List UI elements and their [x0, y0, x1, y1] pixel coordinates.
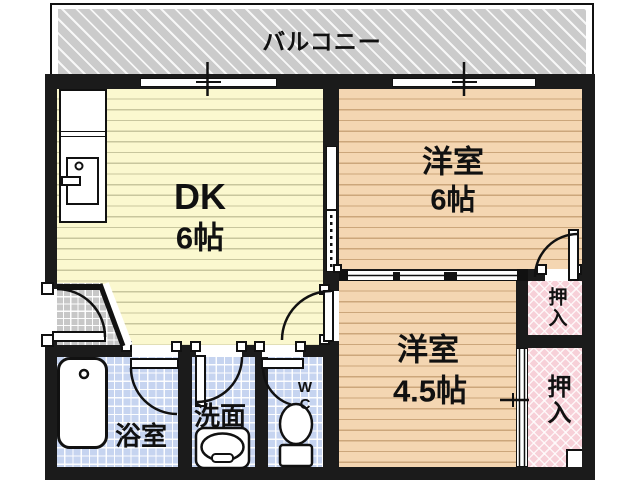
- wall-closet-left: [516, 281, 528, 348]
- dk-label: DK: [174, 176, 226, 217]
- western6-label: 洋室: [422, 144, 484, 180]
- wc-door-opening: [262, 345, 303, 357]
- sliding-panel-dashed: [325, 210, 337, 272]
- door-frame-mark: [171, 341, 182, 352]
- wall-closet-mid: [528, 335, 582, 348]
- wall-wash-wc: [255, 357, 268, 467]
- wc-label: WC: [296, 379, 314, 413]
- bath-door-arc: [129, 367, 178, 416]
- door-frame-mark: [295, 341, 306, 352]
- door-frame-mark: [41, 282, 54, 295]
- dk-size-label: 6帖: [175, 220, 225, 256]
- sliding-panel-solid: [325, 146, 337, 210]
- wall-left: [45, 74, 57, 480]
- balcony-label: バルコニー: [262, 28, 382, 55]
- balcony-floor: [58, 9, 586, 74]
- bath-label: 浴室: [114, 421, 168, 451]
- entrance-door-arc: [56, 287, 107, 338]
- toilet-bowl: [278, 402, 314, 446]
- wash-door-leaf: [195, 355, 206, 407]
- closet-upper-label: 押入: [545, 287, 567, 329]
- door-frame-mark: [190, 341, 201, 352]
- entrance-step-white: [99, 282, 133, 348]
- closet-lower-notch: [566, 449, 582, 468]
- entrance-step-edge: [97, 283, 126, 347]
- wash-door-opening: [196, 345, 242, 357]
- wall-bottom: [45, 467, 595, 480]
- door-frame-mark: [333, 264, 342, 273]
- closet-upper-door-leaf: [568, 229, 579, 281]
- dk-door-arc: [280, 289, 332, 341]
- toilet-tank: [278, 443, 314, 468]
- closet-upper-door-arc: [533, 232, 579, 278]
- bath-door-opening: [132, 345, 178, 357]
- wash-basin-handle: [211, 453, 234, 463]
- bathtub-drain: [78, 368, 90, 380]
- kitchen-counter-divider: [61, 131, 105, 137]
- kitchen-faucet: [74, 161, 84, 171]
- washroom-label: 洗面: [193, 401, 247, 431]
- wash-door-arc: [196, 356, 244, 404]
- room-western6: [339, 89, 582, 269]
- western6-size-label: 6帖: [430, 184, 476, 217]
- dk-door-leaf: [323, 290, 334, 342]
- western45-label: 洋室: [397, 332, 459, 368]
- western45-size-label: 4.5帖: [392, 373, 468, 409]
- entrance-door-leaf: [52, 331, 106, 342]
- track-stop: [517, 269, 528, 281]
- closet-upper: [528, 281, 582, 335]
- room-western45: [339, 281, 516, 467]
- bath-door-leaf: [130, 358, 179, 369]
- kitchen-tap: [61, 176, 81, 186]
- wc-door-leaf: [261, 358, 304, 369]
- closet-lower-label: 押入: [543, 374, 570, 426]
- door-frame-mark: [254, 341, 265, 352]
- door-frame-mark: [536, 264, 547, 275]
- track-stop: [339, 269, 348, 281]
- closet-lower: [528, 348, 582, 468]
- wall-bath-wash: [178, 357, 192, 467]
- entrance-door-opening: [45, 289, 57, 340]
- door-frame-mark: [236, 341, 247, 352]
